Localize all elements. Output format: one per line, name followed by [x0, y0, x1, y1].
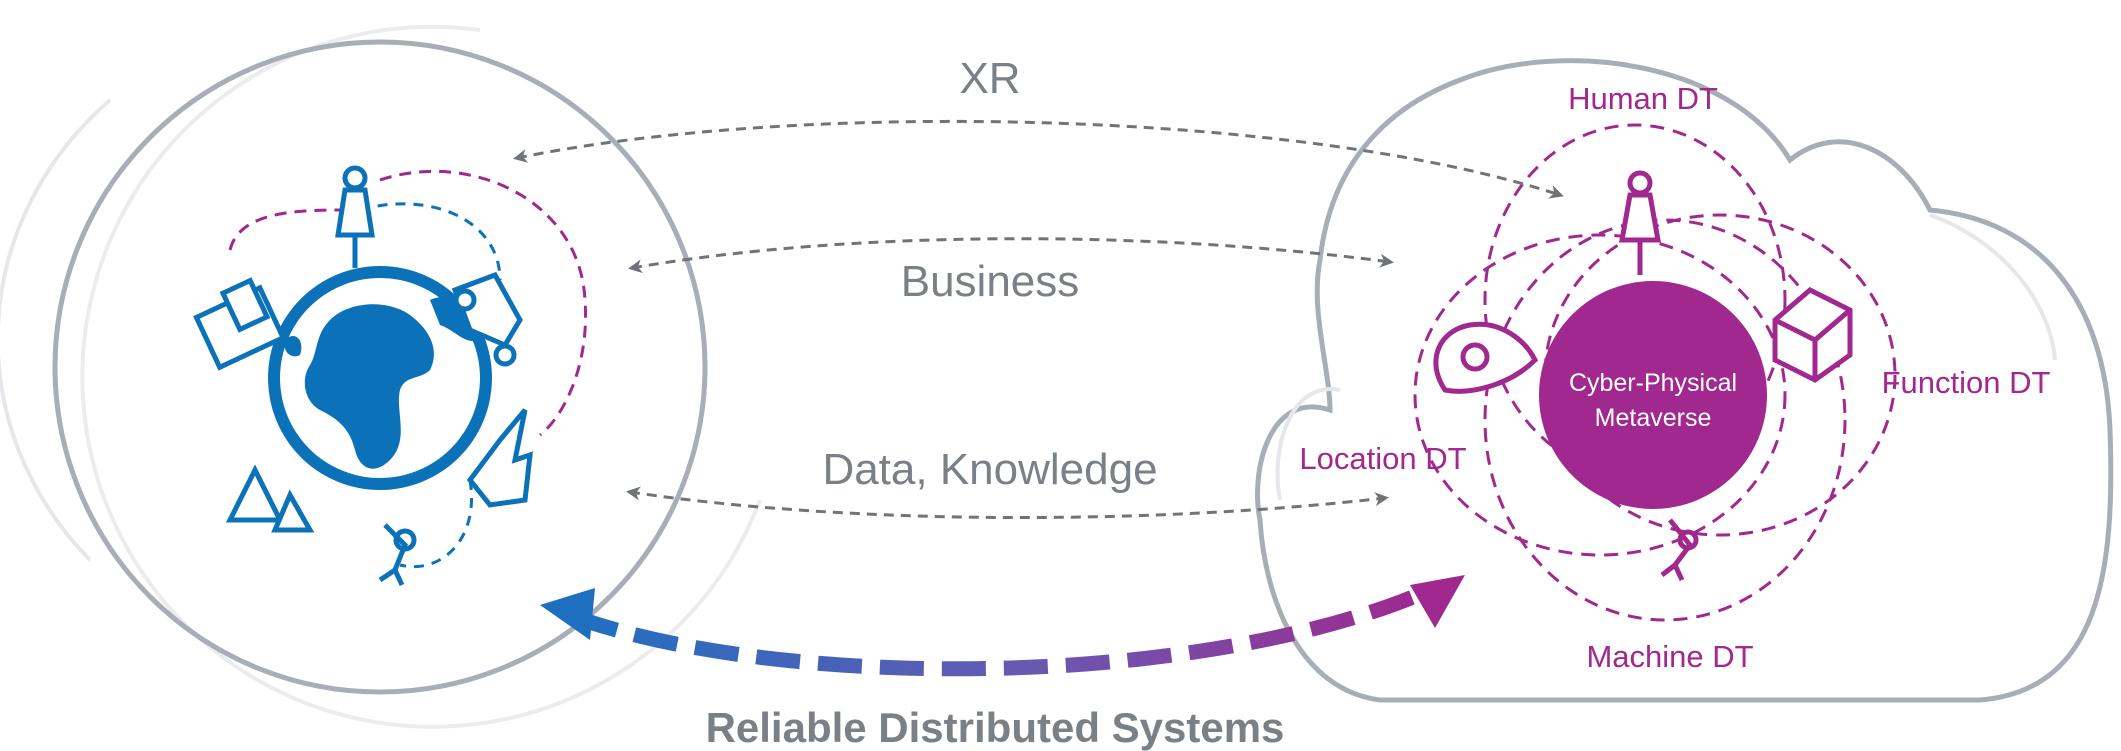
tree-icon — [225, 464, 315, 533]
xr-arrow — [513, 119, 1564, 199]
location-dt-label: Location DT — [1299, 441, 1466, 476]
reliable-systems-arrow — [540, 575, 1465, 677]
core-label-line1: Cyber-Physical — [1569, 369, 1737, 397]
globe-orbits — [228, 170, 588, 569]
building-icon — [193, 277, 287, 371]
business-label: Business — [901, 257, 1080, 306]
function-dt-label: Function DT — [1882, 365, 2051, 400]
business-arrow — [628, 237, 1394, 274]
robot-arm-icon — [378, 523, 417, 587]
data-knowledge-arrow — [626, 486, 1389, 520]
factory-icon — [466, 408, 533, 508]
location-pin-icon — [1433, 321, 1539, 394]
physical-world-circle — [0, 24, 762, 729]
core-label-line2: Metaverse — [1595, 404, 1712, 432]
cube-icon — [1772, 287, 1853, 383]
data-knowledge-label: Data, Knowledge — [822, 445, 1157, 494]
function-dt-ring — [1543, 213, 1897, 537]
globe-icon — [268, 266, 492, 490]
human-dt-label: Human DT — [1568, 81, 1718, 116]
machine-dt-label: Machine DT — [1586, 639, 1753, 674]
reliable-systems-label: Reliable Distributed Systems — [706, 704, 1285, 751]
car-icon — [451, 271, 523, 367]
xr-label: XR — [959, 54, 1020, 103]
machine-dt-ring — [1483, 218, 1847, 622]
person-icon — [335, 165, 375, 268]
person-icon — [1619, 170, 1661, 275]
metaverse-core — [1539, 281, 1767, 509]
flow-arrows — [513, 119, 1564, 520]
robot-arm-icon — [1660, 518, 1699, 582]
